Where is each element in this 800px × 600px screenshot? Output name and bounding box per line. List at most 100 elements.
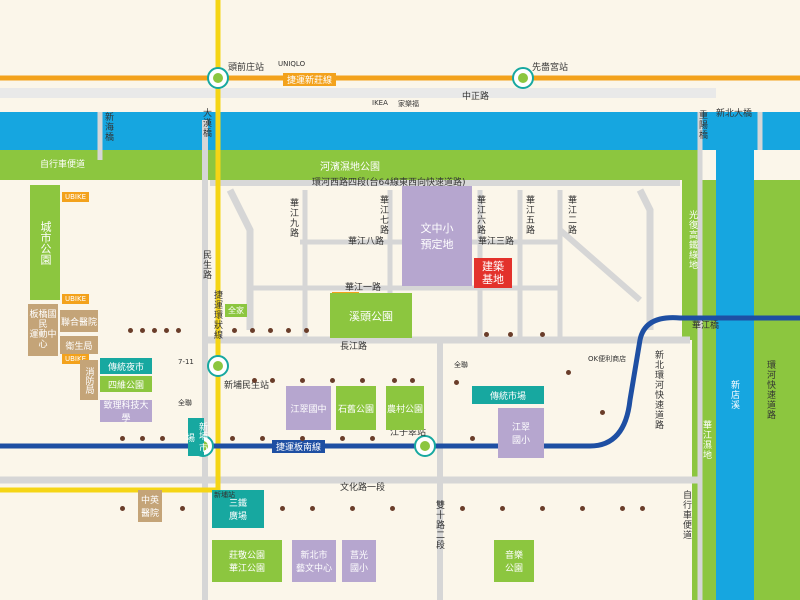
poi-dot: [620, 506, 625, 511]
sanlu-square: 三鐵 廣場: [212, 490, 264, 528]
poi-dot: [120, 506, 125, 511]
poi-dot: [140, 436, 145, 441]
tag-pxmart-2: 全聯: [454, 361, 468, 369]
station-jiangzicui[interactable]: [414, 435, 436, 457]
poi-dot: [390, 506, 395, 511]
poi-dot: [540, 506, 545, 511]
poi-dot: [580, 506, 585, 511]
xinbei-expressway: 新北環河快速道路: [653, 350, 663, 430]
fire-bureau: 消防局: [80, 360, 98, 400]
night-market: 傳統夜市: [100, 358, 152, 374]
huajiang-qi-label: 華江七路: [378, 195, 388, 235]
minsheng-label: 民生路: [201, 250, 211, 280]
health-bureau: 衛生局: [60, 336, 98, 354]
jiale-label: 家樂福: [398, 100, 419, 108]
chongyang-bridge-label: 重陽橋: [697, 110, 707, 140]
poi-dot: [160, 436, 165, 441]
poi-dot: [260, 436, 265, 441]
xinhai-bridge-label: 新海橋: [103, 112, 113, 142]
xindian-river: [716, 112, 754, 600]
zhongzheng-label: 中正路: [462, 92, 490, 102]
huajiang-yi-label: 華江一路: [345, 283, 382, 293]
city-park: 城市公園: [30, 185, 60, 300]
wenhua-label: 文化路一段: [340, 483, 386, 493]
poi-dot: [500, 506, 505, 511]
station-xinbu-minsheng[interactable]: [207, 355, 229, 377]
poi-dot: [454, 380, 459, 385]
poi-dot: [180, 506, 185, 511]
station-xianse-label: 先嗇宮站: [532, 63, 569, 73]
poi-dot: [286, 328, 291, 333]
zhuangjing-park: 莊敬公園 華江公園: [212, 540, 282, 582]
ubike-3: UBIKE: [62, 354, 90, 364]
poi-dot: [164, 328, 169, 333]
huajiang-liu-label: 華江六路: [475, 195, 485, 235]
changjiang-label: 長江路: [340, 342, 368, 352]
shuangshi-label: 雙十路二段: [434, 500, 444, 550]
poi-dot: [252, 378, 257, 383]
poi-dot: [300, 378, 305, 383]
music-park: 音樂 公園: [494, 540, 534, 582]
poi-dot: [120, 436, 125, 441]
poi-dot: [176, 328, 181, 333]
poi-dot: [540, 332, 545, 337]
poi-dot: [460, 506, 465, 511]
huajiang-ba-label: 華江八路: [348, 237, 385, 247]
traditional-market: 傳統市場: [472, 386, 544, 404]
uniqlo-label: UNIQLO: [278, 60, 306, 68]
construction-site[interactable]: 建築 基地: [474, 258, 512, 288]
riverside-park: 河濱濕地公園: [0, 150, 700, 180]
bike-path-label: 自行車便道: [40, 160, 86, 170]
poi-dot: [310, 506, 315, 511]
huajiang-wu-label: 華江五路: [524, 195, 534, 235]
tag-ok: OK便利商店: [588, 355, 627, 363]
xinbu-station-label: 新埔站: [214, 491, 235, 499]
poi-dot: [250, 328, 255, 333]
huanhe-west-label: 環河西路四段(台64線東西向快速道路): [312, 178, 466, 188]
poi-dot: [370, 436, 375, 441]
jiguang-elementary: 莒光 國小: [342, 540, 376, 582]
poi-dot: [392, 378, 397, 383]
poi-dot: [330, 378, 335, 383]
poi-dot: [128, 328, 133, 333]
station-jiangzicui-label: 江子翠站: [390, 428, 427, 438]
xinzhuang-line-label: 捷運新莊線: [283, 73, 337, 86]
ikea-label: IKEA: [372, 99, 388, 107]
arts-center: 新北市 藝文中心: [292, 540, 336, 582]
poi-dot: [280, 506, 285, 511]
poi-dot: [230, 436, 235, 441]
united-hospital: 聯合醫院: [60, 310, 98, 332]
huanhe-west-road: [210, 180, 680, 186]
xinbei-bridge-label: 新北大橋: [716, 109, 753, 119]
guangfu-label: 光復高鐵綠地: [687, 210, 697, 270]
station-toukun[interactable]: [207, 67, 229, 89]
shimei-park: 石舊公園: [336, 386, 376, 430]
banan-line-label: 捷運板南線: [272, 440, 326, 453]
huajiang-jiu-label: 華江九路: [288, 198, 298, 238]
poi-dot: [484, 332, 489, 337]
poi-dot: [360, 378, 365, 383]
xindian-river-label: 新店溪: [729, 380, 739, 410]
zhongying-hospital: 中英 醫院: [138, 490, 162, 522]
poi-dot: [508, 332, 513, 337]
station-xianse[interactable]: [512, 67, 534, 89]
poi-dot: [268, 328, 273, 333]
xinbu-market: 新埔 市場: [184, 418, 207, 456]
station-xinbu-minsheng-label: 新埔民生站: [224, 381, 270, 391]
huajiang-san-label: 華江三路: [478, 237, 515, 247]
circular-line-label: 捷運環狀線: [212, 290, 222, 340]
huajiang-wetland-right: [754, 180, 800, 600]
poi-dot: [140, 328, 145, 333]
poi-dot: [232, 328, 237, 333]
sports-center: 板橋國民 運動中心: [28, 304, 58, 356]
huanhe-expressway: 環河快速道路: [765, 360, 775, 420]
poi-dot: [152, 328, 157, 333]
nongcun-park: 農村公園: [386, 386, 424, 430]
poi-dot: [340, 436, 345, 441]
huajiang-wetland-label: 華江濕地: [701, 420, 711, 460]
zhiyi-university: 致理科技大學: [100, 400, 152, 424]
jiangcui-junior-high: 江翠國中: [286, 386, 331, 430]
ubike-2: UBIKE: [62, 294, 90, 304]
poi-dot: [350, 506, 355, 511]
